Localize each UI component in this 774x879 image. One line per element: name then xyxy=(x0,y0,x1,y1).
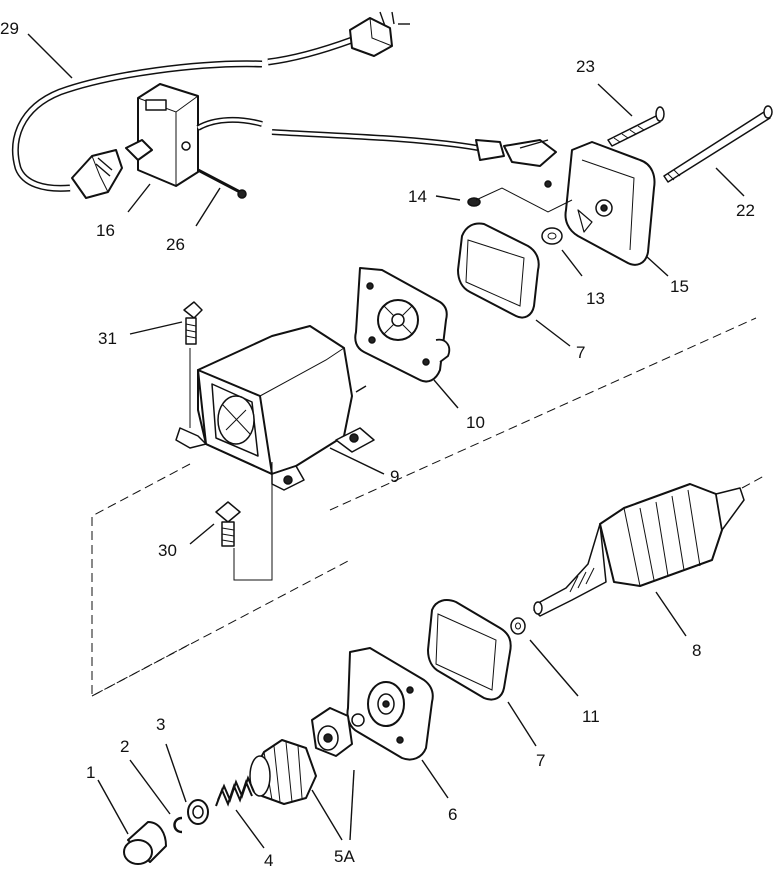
washer-13 xyxy=(541,227,563,245)
label-4: 4 xyxy=(264,851,273,870)
label-11: 11 xyxy=(582,707,600,726)
label-1: 1 xyxy=(86,763,95,782)
armature xyxy=(533,483,745,617)
power-cord xyxy=(11,11,410,192)
screw-26 xyxy=(197,168,247,199)
label-7a: 7 xyxy=(576,343,585,362)
retainer-3 xyxy=(187,799,209,825)
washer-11 xyxy=(510,617,526,635)
switch-box xyxy=(125,83,263,187)
label-13: 13 xyxy=(586,289,605,308)
lead-wire xyxy=(271,129,557,188)
drive-assembly-5a xyxy=(311,707,365,757)
label-15: 15 xyxy=(670,277,689,296)
label-16: 16 xyxy=(96,221,115,240)
label-31: 31 xyxy=(98,329,117,348)
label-3: 3 xyxy=(156,715,165,734)
label-26: 26 xyxy=(166,235,185,254)
drive-end-cap xyxy=(346,647,434,761)
label-23: 23 xyxy=(576,57,595,76)
cord-connector xyxy=(71,149,123,199)
leader-lines xyxy=(27,33,745,849)
gasket-upper xyxy=(457,222,540,319)
gasket-lower xyxy=(427,599,512,701)
spring-4 xyxy=(215,775,255,807)
label-22: 22 xyxy=(736,201,755,220)
assembly-guides xyxy=(91,187,765,697)
brush-plate xyxy=(354,267,451,383)
snap-ring-2 xyxy=(173,816,183,834)
label-14: 14 xyxy=(408,187,427,206)
bolt-30 xyxy=(215,501,241,547)
label-8: 8 xyxy=(692,641,701,660)
through-bolt-22 xyxy=(663,105,773,183)
label-30: 30 xyxy=(158,541,177,560)
end-cap xyxy=(564,141,656,266)
label-2: 2 xyxy=(120,737,129,756)
cap-1 xyxy=(123,821,167,865)
bolt-23 xyxy=(607,106,665,147)
bolt-guides xyxy=(189,348,273,581)
motor-housing xyxy=(175,325,375,491)
label-7b: 7 xyxy=(536,751,545,770)
bolt-31 xyxy=(183,301,203,345)
label-6: 6 xyxy=(448,805,457,824)
pinion-gear xyxy=(249,739,317,805)
label-29: 29 xyxy=(0,19,19,38)
label-10: 10 xyxy=(466,413,485,432)
label-5A: 5A xyxy=(334,847,355,866)
callout-labels: 29 16 26 23 22 14 13 15 7 31 10 9 30 8 1… xyxy=(0,19,755,870)
label-9: 9 xyxy=(390,467,399,486)
